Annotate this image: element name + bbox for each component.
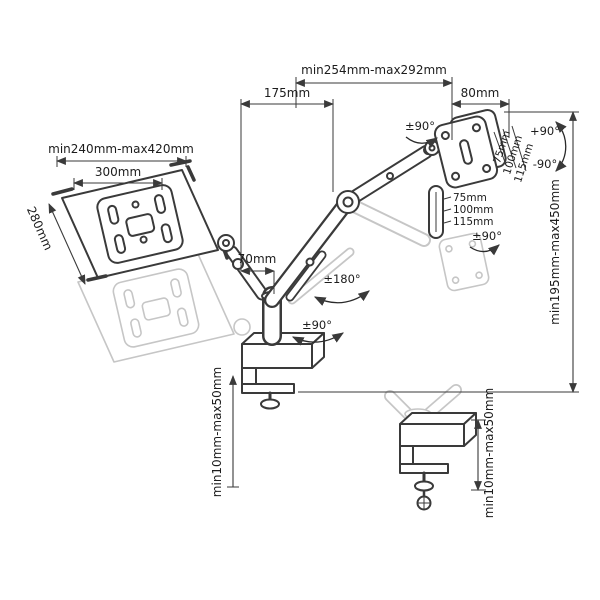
ghost-laptop-tray	[77, 253, 251, 363]
vesa-side-100: 100mm	[453, 204, 494, 216]
angle-head-rotation: ±90°	[405, 119, 435, 133]
gas-spring-arm	[264, 140, 447, 308]
angle-tilt-down: -90°	[533, 157, 558, 171]
ghost-vesa-plate	[438, 232, 490, 292]
angle-tilt-up: +90°	[530, 124, 560, 138]
dim-height-range: min195mm-max450mm	[548, 179, 562, 325]
rotation-arrows	[291, 121, 567, 346]
tray-vesa-adapter	[96, 184, 184, 264]
dim-arm-length: 175mm	[264, 86, 310, 100]
vesa-side-115: 115mm	[453, 216, 494, 228]
desk-clamp	[241, 286, 325, 410]
monitor-vesa-plate	[433, 108, 507, 189]
dim-pole-offset: 70mm	[238, 252, 277, 266]
angle-arm-swivel: ±180°	[323, 272, 360, 286]
dim-clamp-range-right: min10mm-max50mm	[482, 388, 496, 518]
angle-base-swivel: ±90°	[302, 318, 332, 332]
dim-tray-depth: 280mm	[24, 204, 56, 252]
dim-tray-width: 300mm	[95, 165, 141, 179]
dim-tray-range: min240mm-max420mm	[48, 142, 194, 156]
dim-clamp-range-left: min10mm-max50mm	[210, 367, 224, 497]
clamp-detail	[399, 412, 477, 511]
vesa-side-view	[428, 185, 444, 239]
laptop-tray	[51, 159, 269, 301]
dim-head-offset: 80mm	[461, 86, 500, 100]
dim-top-range: min254mm-max292mm	[301, 63, 447, 77]
dimension-lines	[48, 77, 579, 491]
ghost-forearm	[287, 199, 431, 305]
angle-vesa-rotation: ±90°	[472, 229, 502, 243]
vesa-side-75: 75mm	[453, 192, 487, 204]
